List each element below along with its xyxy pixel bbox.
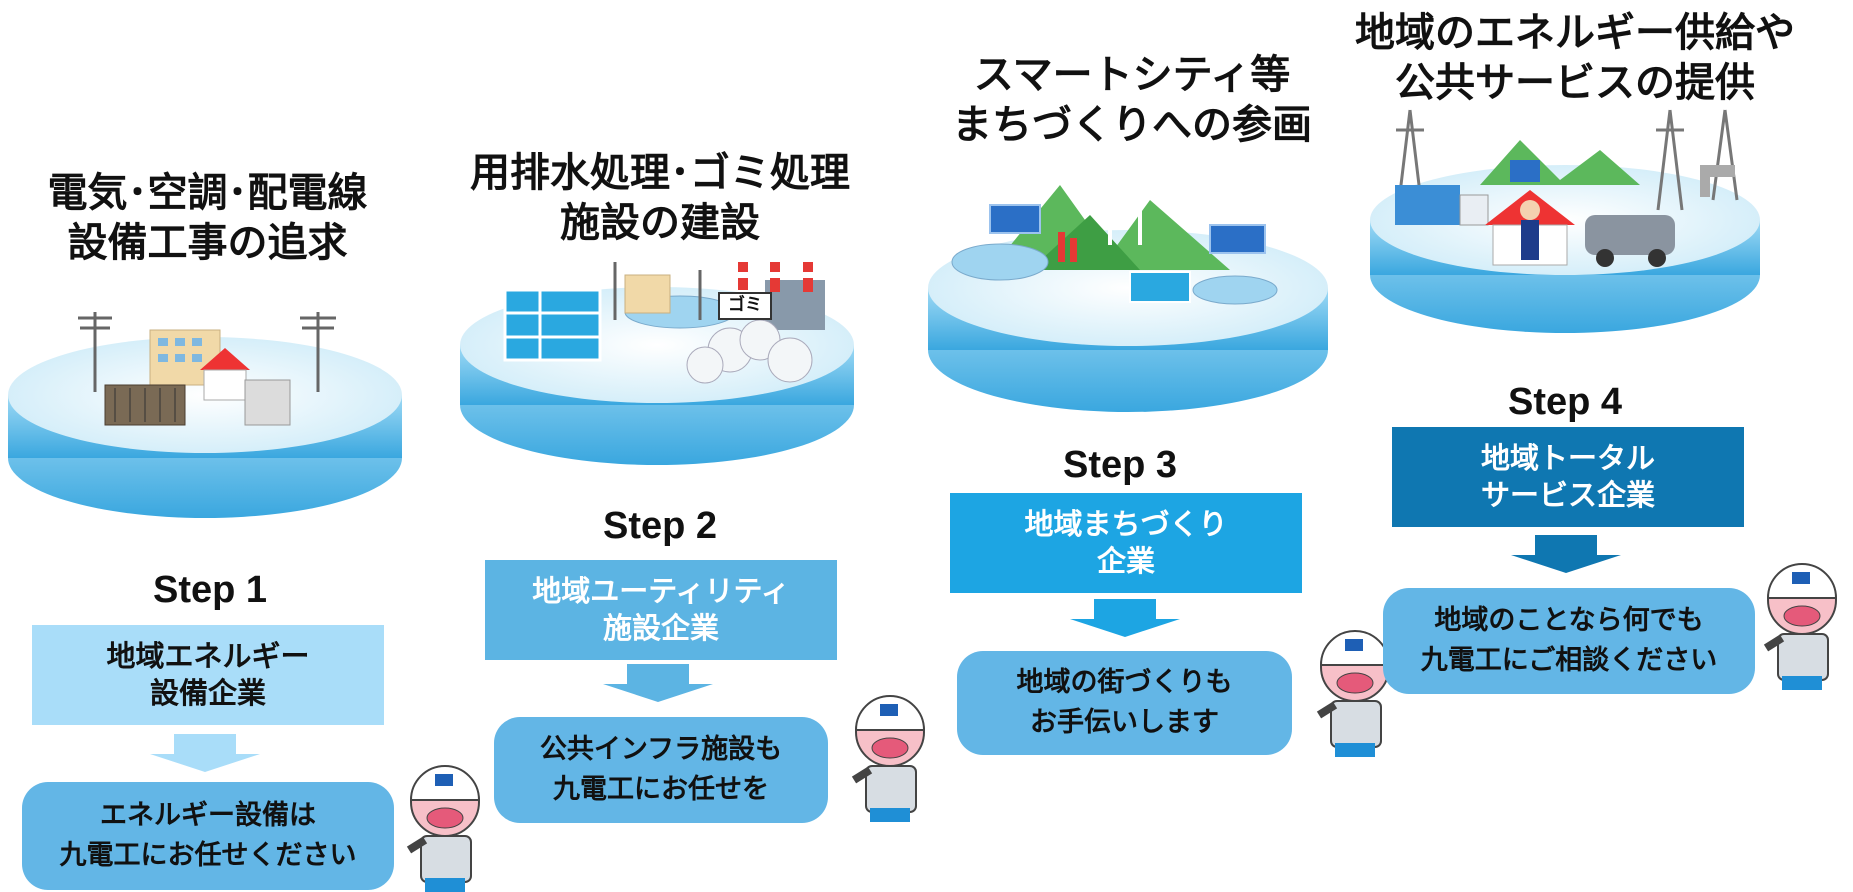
- step1-title: 電気･空調･配電線 設備工事の追求: [47, 170, 368, 266]
- mascot-icon: [406, 765, 481, 892]
- mascot-icon: [1763, 563, 1838, 690]
- step4-speech-bubble: 地域のことなら何でも 九電工にご相談ください: [1383, 588, 1755, 694]
- step3-down-arrow: [1070, 599, 1180, 637]
- step1-label: Step 1: [152, 569, 268, 611]
- step1-down-arrow: [150, 734, 260, 772]
- step3-title: スマートシティ等 まちづくりへの参画: [952, 52, 1312, 148]
- step1-stage-box: 地域エネルギー 設備企業: [32, 625, 384, 725]
- garbage-sign: ゴミ: [718, 292, 772, 320]
- step3-stage-box: 地域まちづくり 企業: [950, 493, 1302, 593]
- step4-stage-box: 地域トータル サービス企業: [1392, 427, 1744, 527]
- step2-stage-box: 地域ユーティリティ 施設企業: [485, 560, 837, 660]
- step1-speech-bubble: エネルギー設備は 九電工にお任せください: [22, 782, 394, 890]
- step3-speech-bubble: 地域の街づくりも お手伝いします: [957, 651, 1292, 755]
- step2-title: 用排水処理･ゴミ処理 施設の建設: [470, 150, 850, 246]
- step4-label: Step 4: [1507, 381, 1623, 423]
- step3-label: Step 3: [1062, 444, 1178, 486]
- step2-down-arrow: [603, 664, 713, 702]
- step4-title: 地域のエネルギー供給や 公共サービスの提供: [1355, 10, 1795, 106]
- mascot-icon: [1316, 630, 1391, 757]
- step4-down-arrow: [1511, 535, 1621, 573]
- mascot-icon: [851, 695, 926, 822]
- step2-label: Step 2: [602, 505, 718, 547]
- step2-speech-bubble: 公共インフラ施設も 九電工にお任せを: [494, 717, 828, 823]
